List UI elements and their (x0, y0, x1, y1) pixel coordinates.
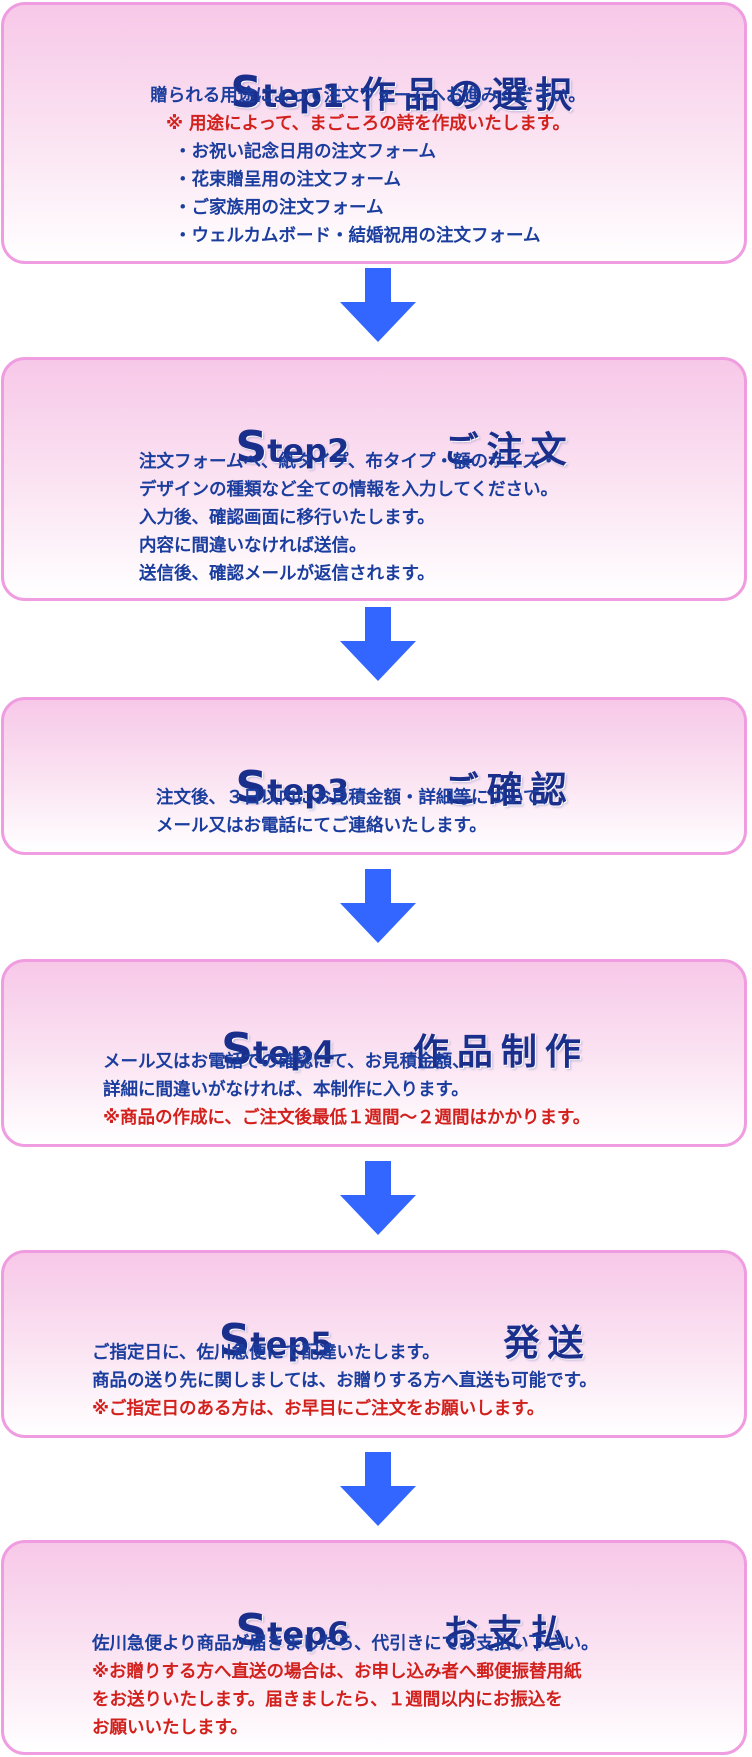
step-3-body: 注文後、３日以内にお見積金額・詳細等について、 メール又はお電話にてご連絡いたし… (156, 784, 557, 840)
step-2-label: tep2 (267, 432, 350, 470)
step-5-name: 発送 (503, 1323, 592, 1364)
step-2-line: デザインの種類など全ての情報を入力してください。 (139, 480, 558, 500)
step-6-panel: Step6 お支払 佐川急便より商品が届きましたら、代引きにてお支払い下さい。 … (1, 1540, 747, 1755)
step-2-body: 注文フォームへ、紙タイプ、布タイプ・額のサイズ・ デザインの種類など全ての情報を… (139, 448, 558, 588)
step-2-panel: Step2 ご注文 注文フォームへ、紙タイプ、布タイプ・額のサイズ・ デザインの… (1, 357, 747, 601)
step-6-line: 佐川急便より商品が届きましたら、代引きにてお支払い下さい。 (92, 1634, 599, 1654)
step-1-line: ・ご家族用の注文フォーム (174, 198, 384, 218)
step-5-line: ※ご指定日のある方は、お早目にご注文をお願いします。 (92, 1399, 545, 1419)
step-2-line: 送信後、確認メールが返信されます。 (139, 564, 435, 584)
step-3-name: ご確認 (442, 770, 575, 811)
step-5-line: ご指定日に、佐川急便にて配達いたします。 (92, 1343, 440, 1363)
step-5-panel: Step5 発送 ご指定日に、佐川急便にて配達いたします。 商品の送り先に関しま… (1, 1250, 747, 1438)
step-3-line: 注文後、３日以内にお見積金額・詳細等について、 (156, 788, 558, 808)
step-2-name: ご注文 (442, 430, 575, 471)
down-arrow-icon (340, 869, 416, 943)
step-1-line: ・ウェルカムボード・結婚祝用の注文フォーム (174, 226, 541, 246)
step-3-line: メール又はお電話にてご連絡いたします。 (156, 816, 487, 836)
step-3-title: Step3 ご確認 (235, 762, 575, 813)
step-4-panel: Step4 作品制作 メール又はお電話での確認にて、お見積金額、 詳細に間違いが… (1, 959, 747, 1147)
step-5-body: ご指定日に、佐川急便にて配達いたします。 商品の送り先に関しましては、お贈りする… (92, 1339, 597, 1423)
step-5-line: 商品の送り先に関しましては、お贈りする方へ直送も可能です。 (92, 1371, 597, 1391)
down-arrow-icon (340, 1452, 416, 1526)
step-1-body: 贈られる用途によって注文フォームへお進みください。 ※ 用途によって、まごころの… (4, 82, 744, 250)
step-1-line: ※ 用途によって、まごころの詩を作成いたします。 (165, 114, 571, 134)
down-arrow-icon (340, 268, 416, 342)
down-arrow-icon (340, 1161, 416, 1235)
step-4-line: ※商品の作成に、ご注文後最低１週間～２週間はかかります。 (103, 1108, 591, 1128)
step-3-panel: Step3 ご確認 注文後、３日以内にお見積金額・詳細等について、 メール又はお… (1, 697, 747, 855)
step-5-title: Step5 発送 (218, 1315, 592, 1366)
step-2-line: 入力後、確認画面に移行いたします。 (139, 508, 435, 528)
step-1-line: 贈られる用途によって注文フォームへお進みください。 (150, 86, 586, 106)
step-1-label-initial: S (230, 67, 263, 118)
step-1-line: ・お祝い記念日用の注文フォーム (174, 142, 436, 162)
step-1-line: ・花束贈呈用の注文フォーム (174, 170, 401, 190)
down-arrow-icon (340, 607, 416, 681)
step-4-line: 詳細に間違いがなければ、本制作に入ります。 (103, 1080, 469, 1100)
step-4-label: tep4 (252, 1034, 336, 1072)
step-1-name: 作品の選択 (359, 75, 580, 116)
step-2-line: 注文フォームへ、紙タイプ、布タイプ・額のサイズ・ (139, 452, 558, 472)
step-3-label: tep3 (267, 772, 350, 810)
step-1-label: tep1 (262, 77, 345, 115)
step-1-panel: Step1 作品の選択 贈られる用途によって注文フォームへお進みください。 ※ … (1, 2, 747, 264)
step-6-title: Step6 お支払 (235, 1605, 575, 1656)
step-4-title: Step4 作品制作 (221, 1024, 589, 1075)
step-2-title: Step2 ご注文 (235, 422, 575, 473)
step-4-name: 作品制作 (412, 1032, 589, 1073)
step-2-line: 内容に間違いなければ送信。 (139, 536, 367, 556)
step-4-body: メール又はお電話での確認にて、お見積金額、 詳細に間違いがなければ、本制作に入り… (103, 1048, 590, 1132)
step-6-line: お願いいたします。 (92, 1718, 248, 1738)
step-6-line: をお送りいたします。届きましたら、１週間以内にお振込を (92, 1690, 563, 1710)
step-4-line: メール又はお電話での確認にて、お見積金額、 (103, 1052, 470, 1072)
step-5-label: tep5 (250, 1325, 333, 1363)
step-6-label: tep6 (267, 1615, 350, 1653)
step-6-line: ※お贈りする方へ直送の場合は、お申し込み者へ郵便振替用紙 (92, 1662, 582, 1682)
step-1-title: Step1 作品の選択 (4, 25, 744, 159)
step-6-name: お支払 (442, 1613, 575, 1654)
step-6-body: 佐川急便より商品が届きましたら、代引きにてお支払い下さい。 ※お贈りする方へ直送… (92, 1630, 599, 1742)
